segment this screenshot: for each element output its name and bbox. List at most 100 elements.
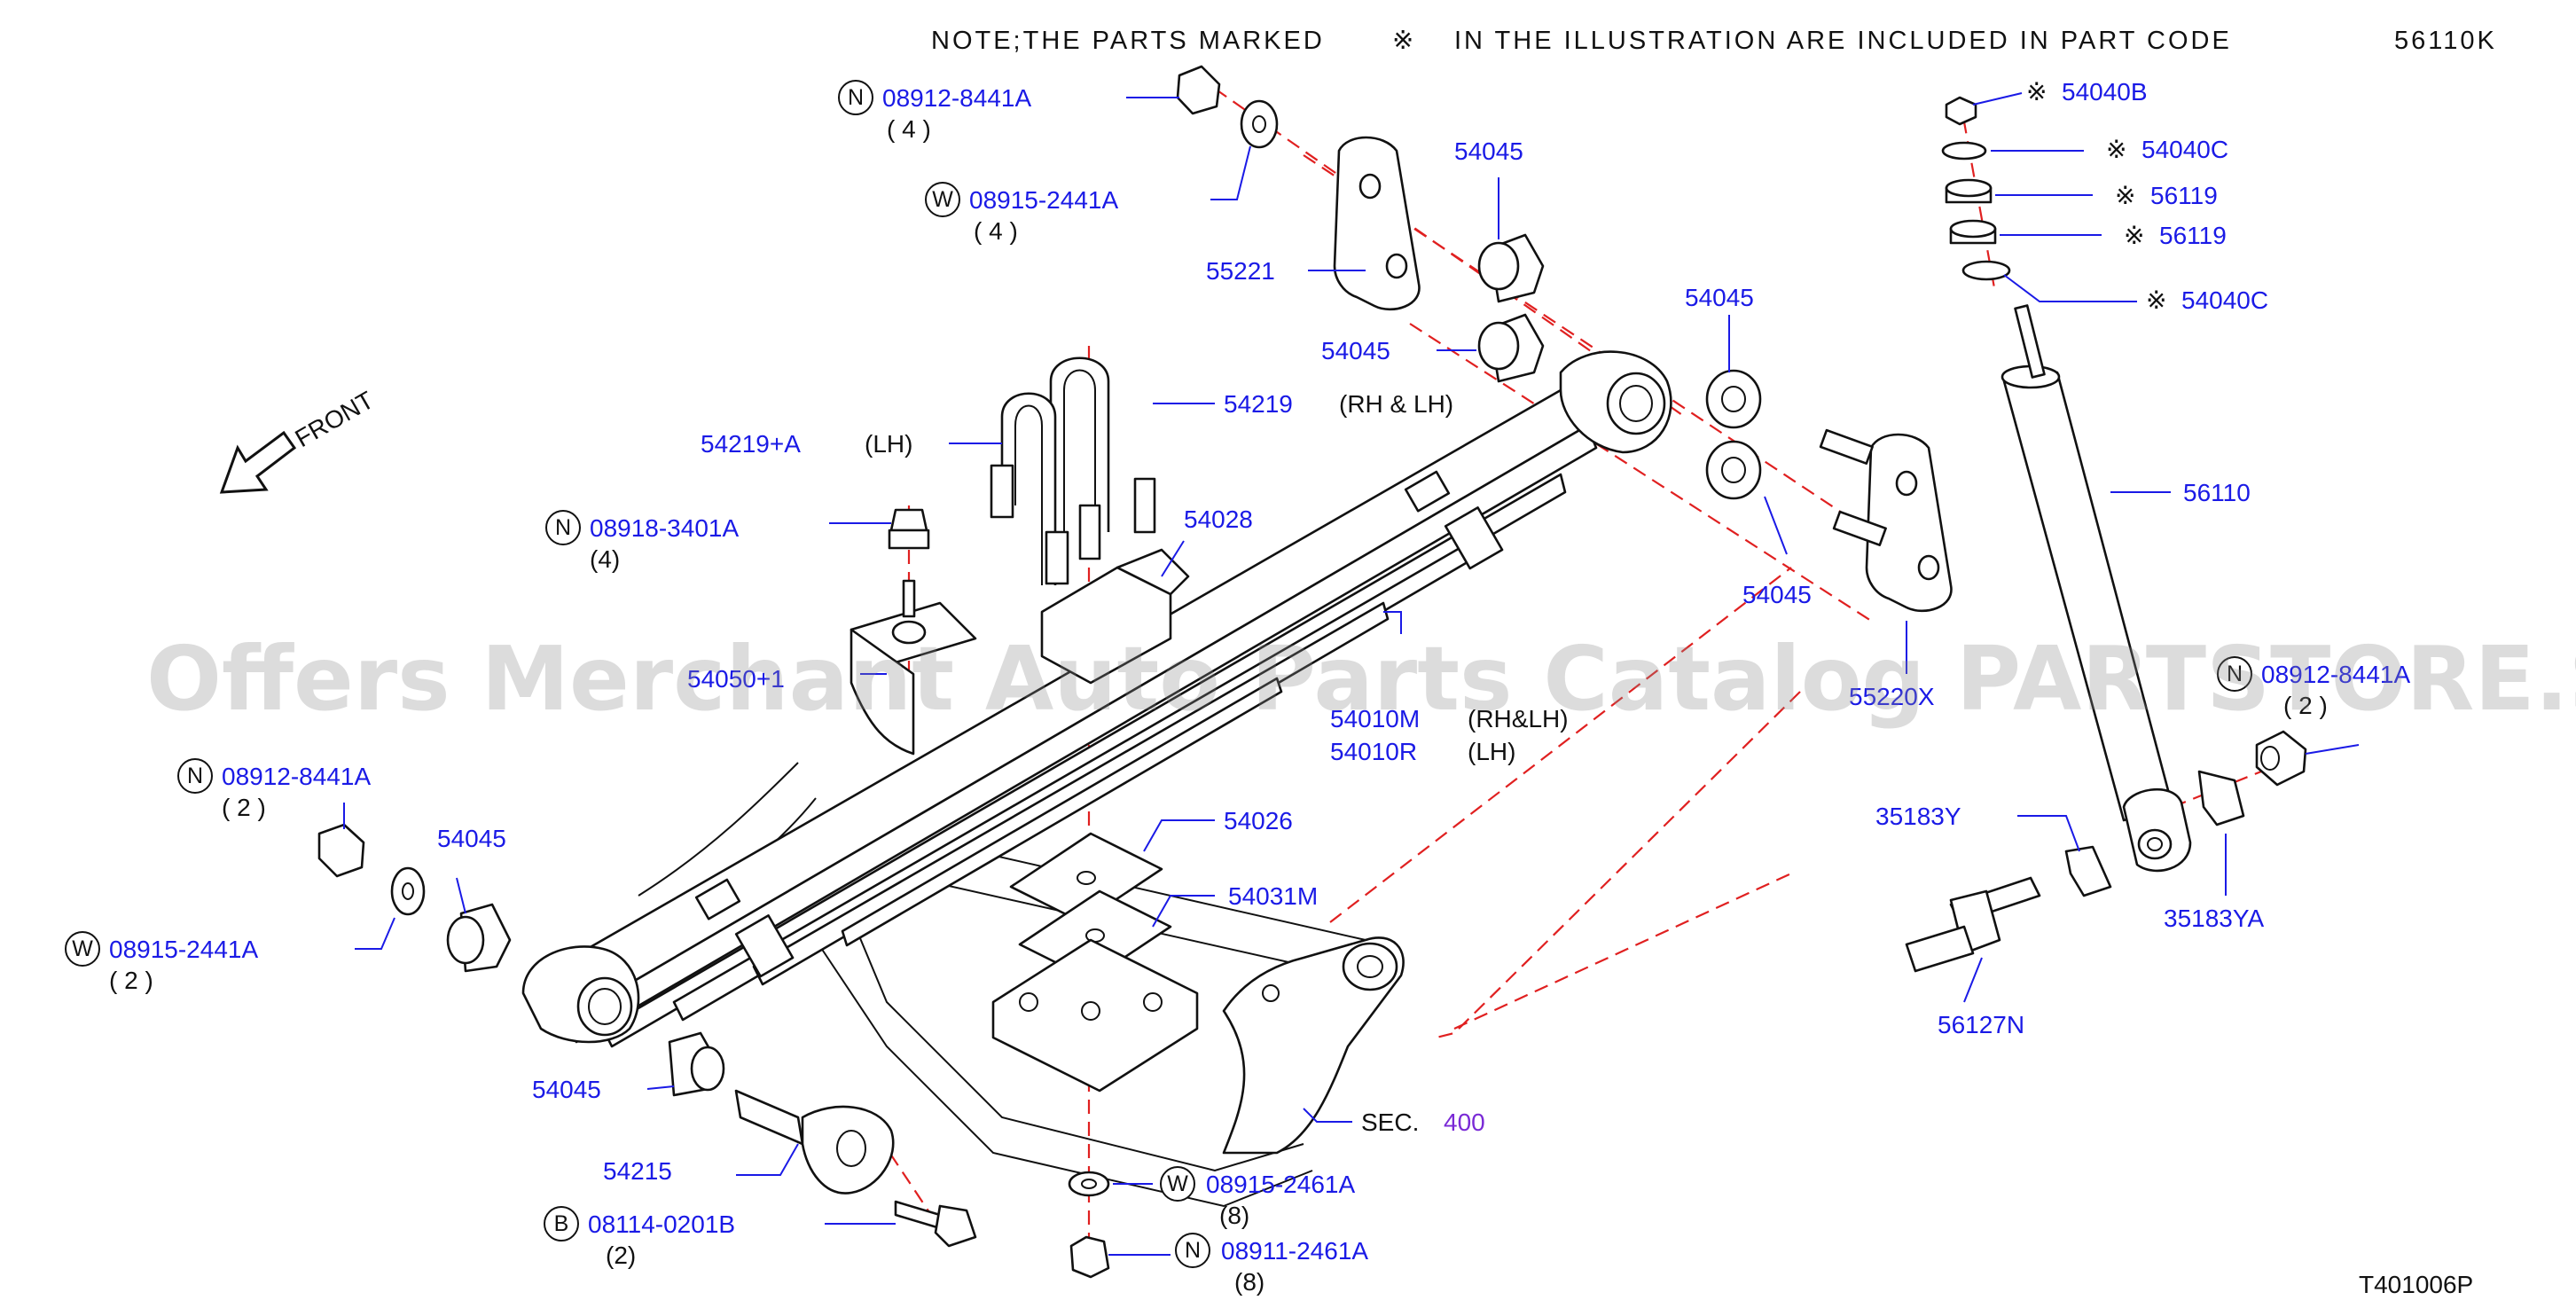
callout-54219a[interactable]: 54219+A (LH) (701, 430, 912, 458)
callout-54040c-b[interactable]: ※ 54040C (2146, 286, 2268, 314)
callout-w-08915-left[interactable]: W 08915-2441A ( 2 ) (65, 931, 258, 994)
bushing-54045-c (1705, 369, 1762, 429)
callout-w-08915-top[interactable]: W 08915-2441A ( 4 ) (925, 182, 1118, 245)
callout-prefix: W (932, 187, 953, 212)
note-text-2: IN THE ILLUSTRATION ARE INCLUDED IN PART… (1454, 27, 2232, 55)
washer-08915-top (1240, 99, 1279, 149)
callout-56127n[interactable]: 56127N (1938, 1011, 2024, 1038)
callout-n-08912-top[interactable]: N 08912-8441A ( 4 ) (838, 80, 1031, 143)
callout-35183y[interactable]: 35183Y (1875, 803, 1961, 830)
bolt-08114 (894, 1200, 977, 1248)
spring-seat-plate (991, 938, 1199, 1093)
part-note: (LH) (1468, 738, 1515, 765)
callout-54040b[interactable]: ※ 54040B (2026, 78, 2148, 106)
part-number: 08915-2441A (109, 936, 258, 963)
leaf-spring (521, 350, 1672, 1048)
part-number: 56119 (2159, 222, 2227, 249)
part-number: 08114-0201B (588, 1210, 735, 1238)
part-number: 54040C (2181, 286, 2268, 314)
washer-54040c-b (1961, 260, 2011, 281)
callout-54028[interactable]: 54028 (1184, 505, 1253, 533)
part-qty: (2) (606, 1242, 636, 1269)
bushing-56119-a (1945, 178, 1993, 204)
mark-symbol: ※ (2146, 286, 2166, 314)
spring-front-eye (521, 945, 640, 1044)
nut-08912-left (317, 823, 365, 878)
shackle-plate-55221 (1333, 136, 1421, 311)
part-number: 54040B (2062, 78, 2148, 106)
washer-35183y (2064, 845, 2112, 897)
shackle-plate-55220x (1819, 428, 1953, 613)
bushing-54045-f (668, 1031, 725, 1097)
u-bolt-54219a (990, 392, 1069, 585)
callout-56119-b[interactable]: ※ 56119 (2124, 222, 2227, 249)
part-number: 08915-2461A (1206, 1171, 1355, 1198)
callout-prefix: N (2227, 662, 2243, 686)
front-label: FRONT (291, 386, 379, 452)
part-number: 08911-2461A (1221, 1237, 1368, 1265)
callout-55221[interactable]: 55221 (1206, 257, 1275, 285)
callout-sec-400[interactable]: SEC. 400 (1361, 1108, 1485, 1136)
nut-08911 (1069, 1235, 1110, 1279)
callout-54045-e[interactable]: 54045 (437, 825, 506, 852)
nut-08912-top (1176, 65, 1221, 115)
callout-n-08912-left[interactable]: N 08912-8441A ( 2 ) (177, 758, 371, 821)
part-qty: (8) (1234, 1268, 1265, 1296)
note-text: NOTE;THE PARTS MARKED (931, 27, 1325, 55)
callout-prefix: N (848, 85, 864, 110)
part-qty: ( 4 ) (974, 217, 1018, 245)
callout-54050[interactable]: 54050+1 (687, 665, 785, 693)
diagram-code: T401006P (2359, 1271, 2473, 1298)
callout-54010m[interactable]: 54010M (RH&LH) (1330, 705, 1569, 732)
callout-54031m[interactable]: 54031M (1228, 882, 1318, 910)
axle-housing-bracket (1222, 936, 1405, 1155)
bushing-54045-e (446, 903, 512, 973)
bushing-54045-d (1705, 440, 1762, 500)
part-number: 08912-8441A (2261, 661, 2410, 688)
note-mark: ※ (1392, 27, 1416, 55)
callout-54010r[interactable]: 54010R (LH) (1330, 738, 1515, 765)
part-number: 08912-8441A (882, 84, 1031, 112)
spring-rear-eye (1559, 350, 1672, 454)
part-number: 54040C (2141, 136, 2228, 163)
part-number: 08915-2441A (969, 186, 1118, 214)
callout-54215[interactable]: 54215 (603, 1157, 672, 1185)
leader-lines (343, 92, 2360, 1256)
callout-54045-c[interactable]: 54045 (1685, 284, 1754, 311)
callout-54045-f[interactable]: 54045 (532, 1076, 601, 1103)
callout-56110[interactable]: 56110 (2183, 479, 2251, 506)
callout-54045-b[interactable]: 54045 (1321, 337, 1390, 364)
watermark: Offers Merchant Auto Parts Catalog PARTS… (146, 627, 2576, 731)
spring-pad-54026 (1009, 832, 1163, 924)
callout-54045-a[interactable]: 54045 (1454, 137, 1523, 165)
part-number: 56119 (2150, 182, 2218, 209)
callout-35183ya[interactable]: 35183YA (2164, 905, 2264, 932)
mark-symbol: ※ (2106, 136, 2126, 163)
callout-54219[interactable]: 54219 (RH & LH) (1224, 390, 1453, 418)
callout-w-08915-2461[interactable]: W 08915-2461A (8) (1160, 1166, 1355, 1229)
callout-n-08918[interactable]: N 08918-3401A (4) (545, 510, 739, 573)
callout-n-08912-right[interactable]: N 08912-8441A ( 2 ) (2217, 656, 2410, 719)
callout-54040c-a[interactable]: ※ 54040C (2106, 136, 2228, 163)
part-note: (RH&LH) (1468, 705, 1569, 732)
pin-54215 (734, 1089, 895, 1195)
washer-54040c-a (1941, 141, 1987, 161)
front-arrow-icon: FRONT (219, 386, 379, 494)
callout-54026[interactable]: 54026 (1224, 807, 1293, 834)
callout-55220x[interactable]: 55220X (1849, 683, 1935, 710)
part-qty: ( 4 ) (887, 115, 931, 143)
callout-n-08911[interactable]: N 08911-2461A (8) (1175, 1233, 1368, 1296)
note-code: 56110K (2394, 27, 2497, 55)
part-qty: (4) (590, 545, 620, 573)
part-number: 54219 (1224, 390, 1293, 418)
washer-08915-left (390, 866, 426, 916)
callout-b-08114[interactable]: B 08114-0201B (2) (544, 1206, 735, 1269)
callout-54045-d[interactable]: 54045 (1742, 581, 1812, 608)
washer-08915-2461 (1068, 1171, 1110, 1197)
part-qty: (8) (1219, 1202, 1249, 1229)
callout-56119-a[interactable]: ※ 56119 (2115, 182, 2218, 209)
part-qty: ( 2 ) (222, 794, 266, 821)
sec-number: 400 (1444, 1108, 1485, 1136)
part-qty: ( 2 ) (2283, 692, 2328, 719)
washer-35183ya (2197, 770, 2245, 826)
